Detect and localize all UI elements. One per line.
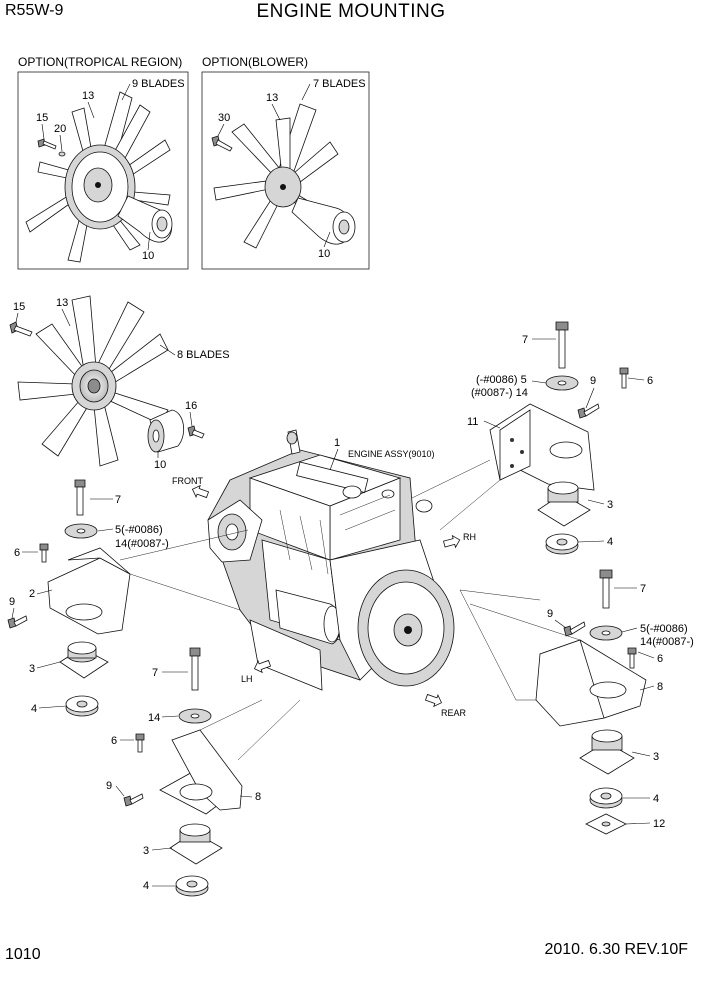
fl-label-9: 9 xyxy=(9,596,15,608)
engine-label-text: ENGINE ASSY(9010) xyxy=(348,449,435,459)
rr-label-14: 14(#0087-) xyxy=(640,636,694,648)
blower-label-30: 30 xyxy=(218,112,230,124)
tropical-fan-drawing xyxy=(25,91,173,263)
fl-label-5: 5(-#0086) xyxy=(115,524,163,536)
rl-label-4: 4 xyxy=(143,880,149,892)
direction-lh: LH xyxy=(241,659,272,684)
tropical-label-13: 13 xyxy=(82,90,94,102)
main-fan-blades: 8 BLADES xyxy=(177,349,230,361)
rr-label-7: 7 xyxy=(640,583,646,595)
fr-label-4: 4 xyxy=(607,536,613,548)
rl-label-14: 14 xyxy=(148,712,160,724)
rl-label-6: 6 xyxy=(111,735,117,747)
rl-label-8: 8 xyxy=(255,791,261,803)
mount-rear-right xyxy=(535,569,647,835)
rr-label-12: 12 xyxy=(653,818,665,830)
direction-lh-label: LH xyxy=(241,674,253,684)
fr-label-7: 7 xyxy=(522,334,528,346)
rl-label-7: 7 xyxy=(152,667,158,679)
rr-label-8: 8 xyxy=(657,681,663,693)
option-tropical-title: OPTION(TROPICAL REGION) xyxy=(18,55,182,69)
rr-label-5: 5(-#0086) xyxy=(640,623,688,635)
tropical-bolt xyxy=(37,138,66,157)
tropical-label-15: 15 xyxy=(36,112,48,124)
fr-label-9: 9 xyxy=(590,375,596,387)
direction-front: FRONT xyxy=(172,476,210,499)
mount-front-right xyxy=(489,321,629,555)
direction-rear-label: REAR xyxy=(441,708,467,718)
engine-assembly xyxy=(207,429,455,691)
main-fan-label-16: 16 xyxy=(185,400,197,412)
page-title: ENGINE MOUNTING xyxy=(256,1,446,22)
model-code: R55W-9 xyxy=(5,2,64,19)
main-fan-assembly: 15 13 16 10 8 BLADES xyxy=(9,295,230,471)
direction-rh-label: RH xyxy=(463,532,476,542)
blower-bolt xyxy=(211,135,233,152)
fl-label-7: 7 xyxy=(115,494,121,506)
main-fan-label-10: 10 xyxy=(154,459,166,471)
fl-label-6: 6 xyxy=(14,547,20,559)
revision-date: 2010. 6.30 REV.10F xyxy=(544,941,688,958)
rl-label-3: 3 xyxy=(143,845,149,857)
mount-rear-left xyxy=(123,647,243,897)
blower-label-10: 10 xyxy=(318,248,330,260)
rr-label-3: 3 xyxy=(653,751,659,763)
blower-fan-drawing xyxy=(213,103,356,249)
option-box-blower: OPTION(BLOWER) 13 30 10 7 BLADES xyxy=(201,55,370,270)
main-fan-label-13: 13 xyxy=(56,297,68,309)
direction-rear: REAR xyxy=(424,693,467,718)
fl-label-14: 14(#0087-) xyxy=(115,538,169,550)
direction-rh: RH xyxy=(443,532,476,549)
rr-label-4: 4 xyxy=(653,793,659,805)
blower-label-13: 13 xyxy=(266,92,278,104)
fr-label-3: 3 xyxy=(607,499,613,511)
fr-label-6: 6 xyxy=(647,375,653,387)
tropical-blades: 9 BLADES xyxy=(132,78,185,90)
page-number: 1010 xyxy=(5,946,41,963)
rr-label-9: 9 xyxy=(547,608,553,620)
tropical-label-10: 10 xyxy=(142,250,154,262)
rr-label-6: 6 xyxy=(657,653,663,665)
main-fan-label-15: 15 xyxy=(13,301,25,313)
direction-front-label: FRONT xyxy=(172,476,203,486)
option-box-tropical: OPTION(TROPICAL REGION) 13 15 20 xyxy=(17,55,189,270)
fr-label-5: (-#0086) 5 xyxy=(476,374,527,386)
engine-label-1: 1 xyxy=(334,437,340,449)
fan-bolt-16 xyxy=(187,425,205,439)
fl-label-4: 4 xyxy=(31,703,37,715)
fan-spacer xyxy=(147,409,185,453)
option-blower-title: OPTION(BLOWER) xyxy=(202,55,308,69)
blower-blades: 7 BLADES xyxy=(313,78,366,90)
mount-front-left xyxy=(7,479,131,717)
fl-label-2: 2 xyxy=(29,588,35,600)
fl-label-3: 3 xyxy=(29,663,35,675)
fan-bolt-15 xyxy=(9,321,33,337)
rl-label-9: 9 xyxy=(106,780,112,792)
fr-label-11: 11 xyxy=(467,416,478,428)
fr-label-14: (#0087-) 14 xyxy=(471,387,528,399)
tropical-label-20: 20 xyxy=(54,123,66,135)
